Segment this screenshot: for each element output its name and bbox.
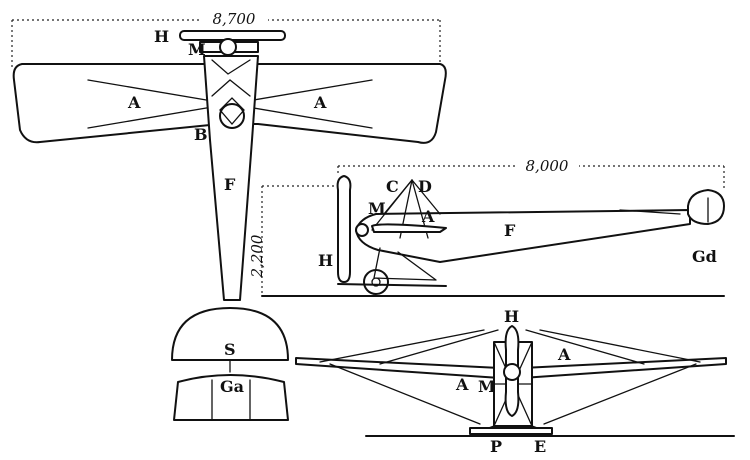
engine-side xyxy=(355,223,369,237)
label-S: S xyxy=(224,340,236,359)
side-view: 8,000 2,200 C D M A F H G xyxy=(248,156,725,297)
label-F-side: F xyxy=(504,221,516,240)
tailplane xyxy=(171,307,289,361)
wheel-side xyxy=(363,269,389,295)
height-dimension: 2,200 xyxy=(248,234,266,278)
label-E: E xyxy=(534,437,546,456)
undercarriage xyxy=(373,247,437,281)
elevator xyxy=(173,374,289,421)
skid-front xyxy=(469,427,553,435)
label-H-side: H xyxy=(318,251,333,270)
engine-front xyxy=(503,363,521,381)
label-H-front: H xyxy=(504,307,519,326)
wing-side xyxy=(371,223,447,233)
label-Ga: Ga xyxy=(220,377,244,396)
propeller-side xyxy=(336,175,352,283)
rudder-side xyxy=(687,189,725,225)
length-dimension: 8,000 xyxy=(526,157,569,175)
plan-view: 8,700 H M A A B F S Ga xyxy=(11,8,447,421)
label-A-left: A xyxy=(127,93,141,112)
label-M-plan: M xyxy=(188,40,206,59)
label-A-side: A xyxy=(421,207,435,226)
label-A-right: A xyxy=(313,93,327,112)
label-C: C xyxy=(386,177,399,196)
label-F-plan: F xyxy=(224,175,236,194)
fuselage-side xyxy=(355,209,691,263)
cockpit-opening xyxy=(219,103,245,129)
label-M-side: M xyxy=(368,199,386,218)
span-dimension: 8,700 xyxy=(213,10,256,28)
propeller-plan xyxy=(179,30,286,41)
skid-side xyxy=(337,283,447,287)
label-Gd: Gd xyxy=(692,247,717,266)
label-H-plan: H xyxy=(154,27,169,46)
label-M-front: M xyxy=(478,377,496,396)
label-B: B xyxy=(194,125,208,144)
label-A-front-right: A xyxy=(557,345,571,364)
front-view: H A A M P E xyxy=(295,307,735,456)
label-P: P xyxy=(490,437,502,456)
label-D: D xyxy=(418,177,432,196)
label-A-front-left: A xyxy=(455,375,469,394)
